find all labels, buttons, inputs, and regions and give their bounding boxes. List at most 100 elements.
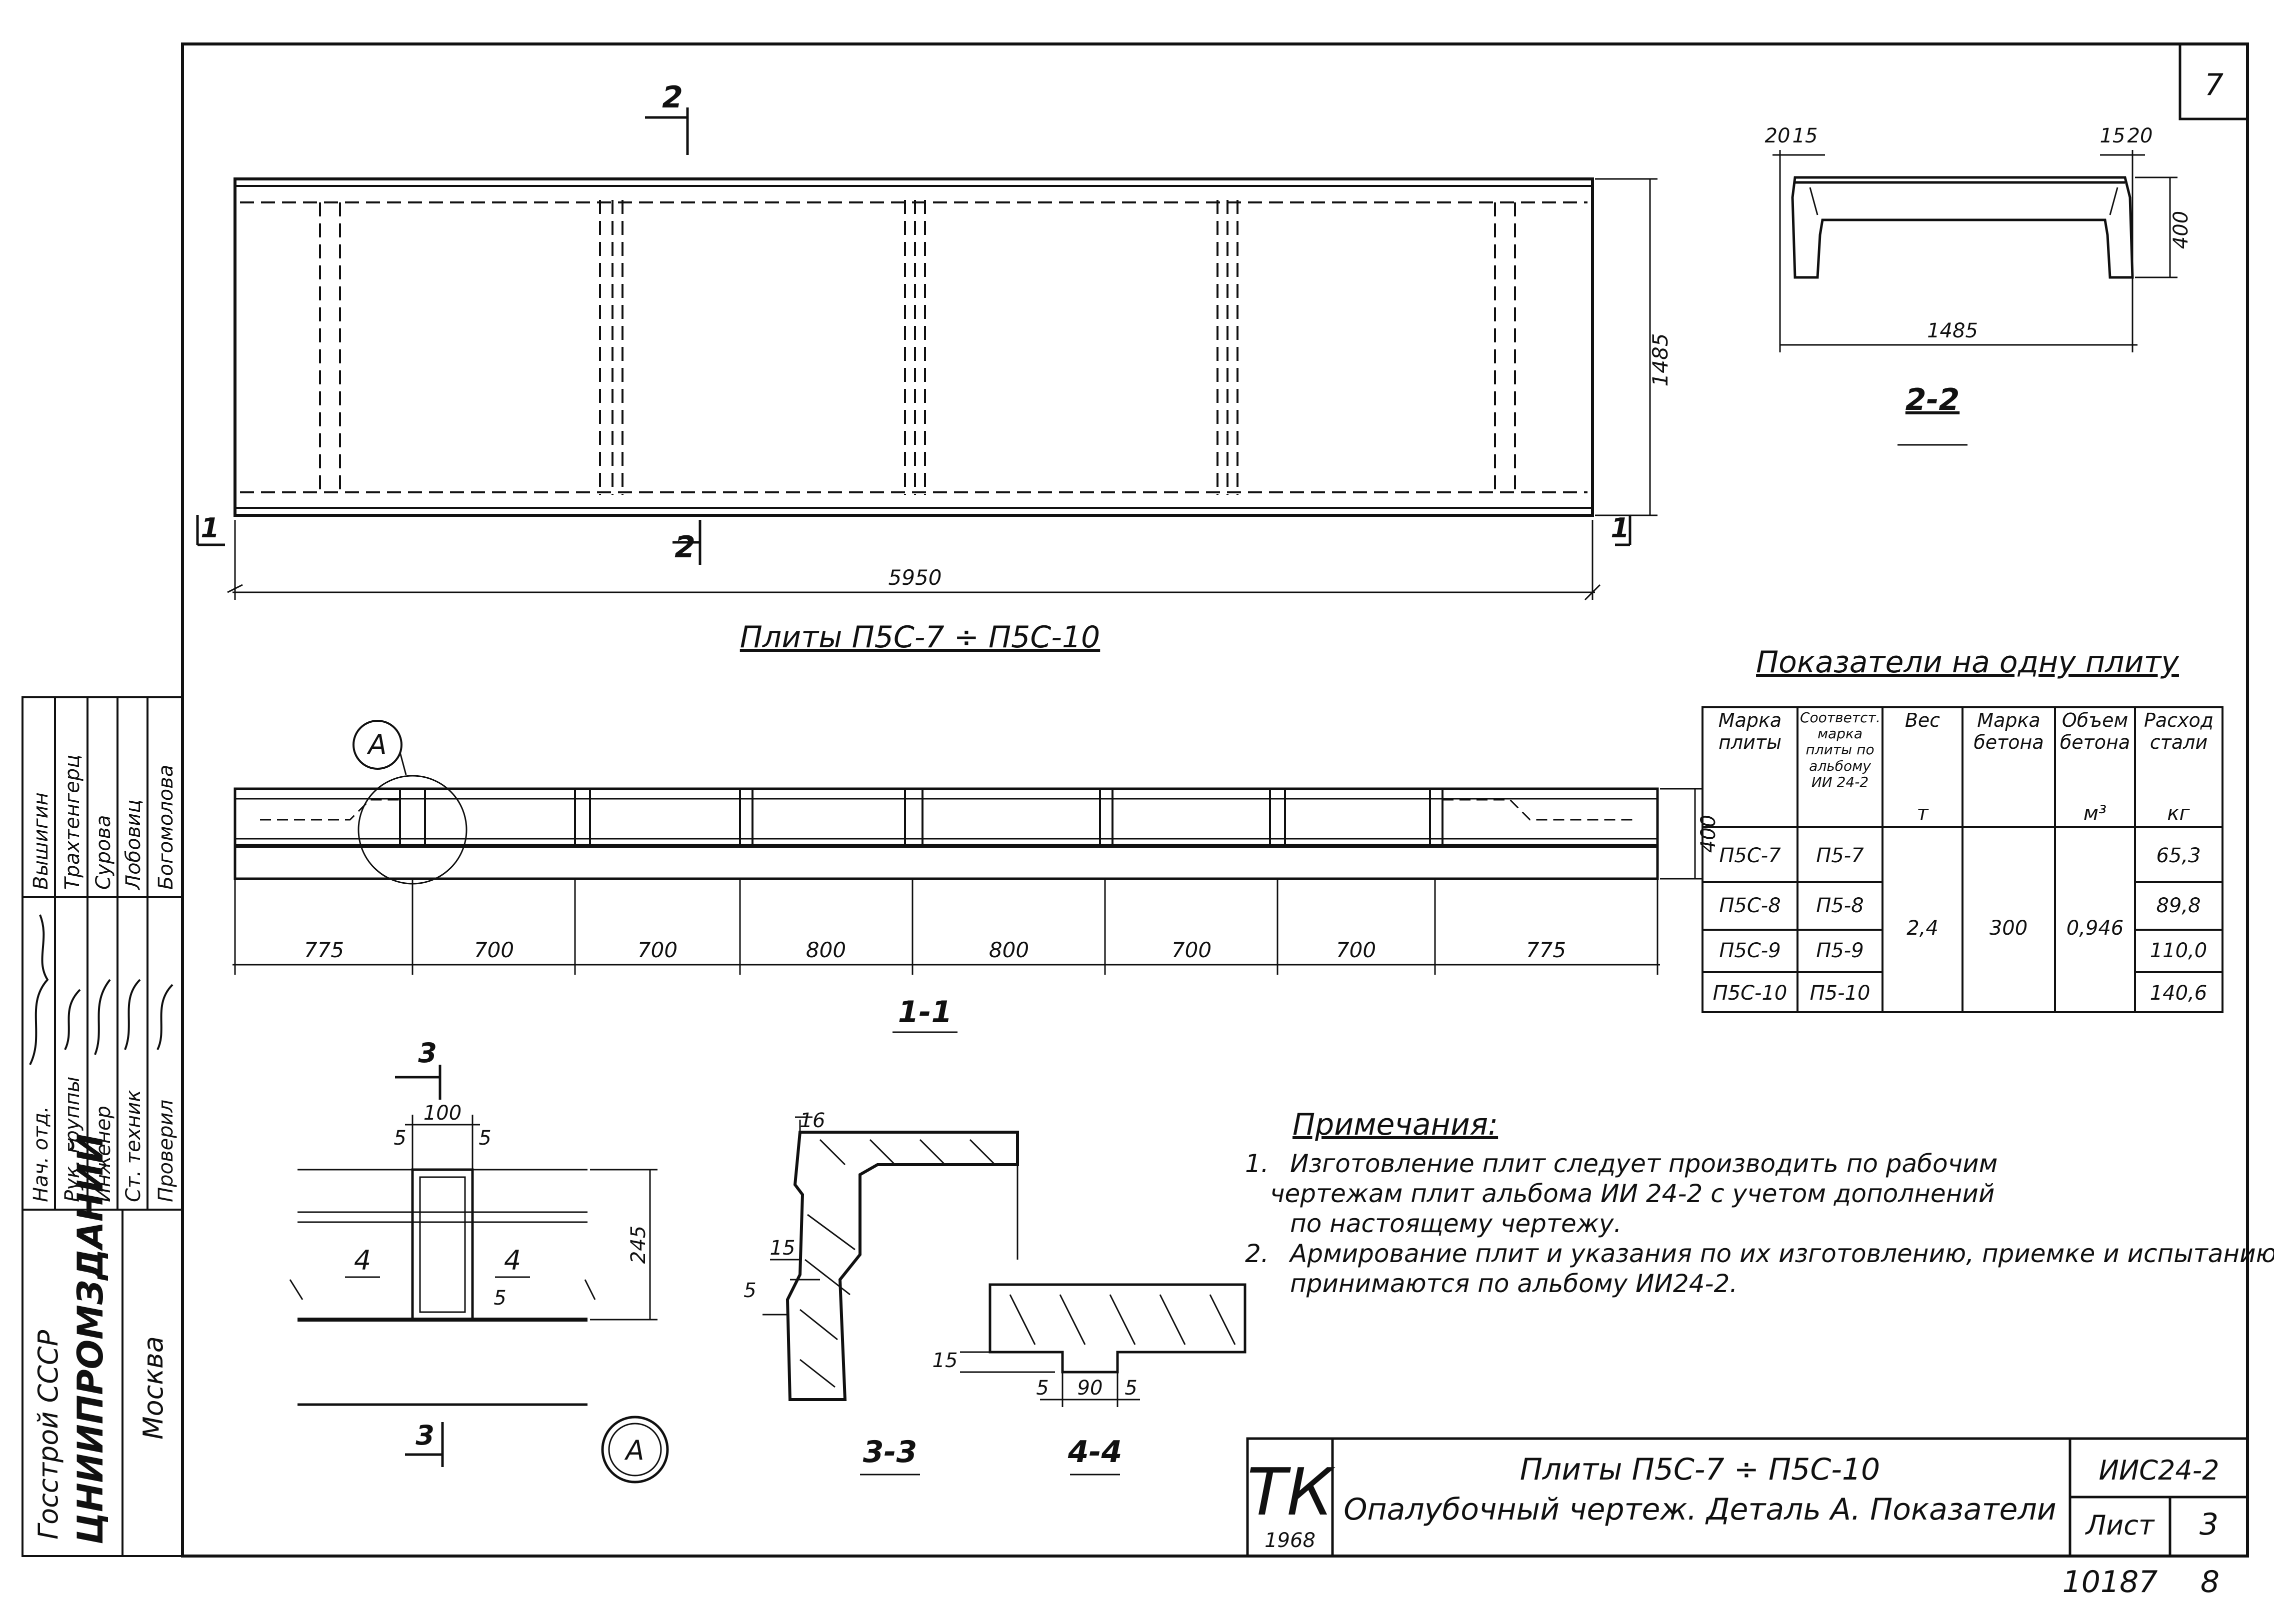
stamp-name: Трахтенгерц [61, 755, 84, 890]
detail-a-dim-top: 100 [424, 1102, 462, 1125]
plan-section-mark-1-left: 1 [200, 512, 220, 544]
stamp-role: Нач. отд. [30, 1106, 52, 1202]
notes-list: 1. Изготовление плит следует производить… [1245, 1149, 2274, 1298]
indicators-title: Показатели на одну плиту [1756, 645, 2180, 680]
row-album: П5-7 [1816, 844, 1864, 867]
left-stamp-text: Нач. отд. Рук. группы Инженер Ст. техник… [29, 755, 178, 1545]
span-dim: 775 [304, 938, 344, 962]
note-line: Армирование плит и указания по их изгото… [1288, 1239, 2274, 1268]
shared-volume: 0,946 [2066, 917, 2124, 940]
stamp-role: Проверил [154, 1100, 178, 1202]
indicators-table-grid [1702, 706, 2224, 1013]
plan-section-mark-2-bottom: 2 [674, 530, 696, 565]
row-album: П5-9 [1816, 939, 1864, 962]
section-3-3-dim-low: 5 [744, 1279, 756, 1302]
section-2-2-dim-width: 1485 [1927, 319, 1978, 342]
section-2-2-dim-height: 400 [2170, 211, 2192, 249]
stamp-org1: Госстрой СССР [32, 1330, 64, 1540]
detail-a-dim-side: 5 [494, 1287, 506, 1310]
plan-dim-length: 5950 [888, 565, 942, 590]
section-4-4-dim-side: 15 [932, 1349, 958, 1372]
stamp-city: Москва [138, 1336, 169, 1440]
note-line: чертежам плит альбома ИИ 24-2 с учетом д… [1270, 1179, 1994, 1208]
section-4-4-caption: 4-4 [1068, 1435, 1122, 1470]
stamp-org2: ЦНИИПРОМЗДАНИЙ [70, 1134, 111, 1545]
header-cell: Марка бетона [1974, 710, 2044, 753]
detail-a-label-right: 4 [504, 1245, 521, 1276]
header-cell: Расход стали [2144, 710, 2214, 753]
header-unit: кг [2167, 802, 2190, 825]
notes-title: Примечания: [1292, 1107, 1498, 1142]
header-cell: Соответст. марка плиты по альбому ИИ 24-… [1800, 710, 1880, 790]
plan-section-mark-1-right: 1 [1610, 512, 1630, 544]
row-album: П5-8 [1816, 894, 1864, 917]
detail-a-label-left: 4 [354, 1245, 371, 1276]
span-dim: 800 [806, 938, 846, 962]
span-dim: 700 [638, 938, 678, 962]
signatures [29, 914, 174, 1065]
note-line: Изготовление плит следует производить по… [1290, 1149, 1998, 1178]
section-2-2-caption: 2-2 [1906, 382, 1960, 417]
row-mark: П5С-9 [1719, 939, 1780, 962]
section-1-1-dim-height: 400 [1697, 815, 1720, 853]
section-2-2-dim-15-right: 15 [2100, 124, 2126, 147]
title-block-line2: Опалубочный чертеж. Деталь А. Показатели [1344, 1492, 2056, 1527]
header-unit: м³ [2084, 802, 2106, 825]
section-2-2 [1772, 150, 2178, 446]
plan-section-mark-2-top: 2 [662, 80, 683, 115]
stamp-role: Рук. группы [61, 1077, 84, 1202]
header-cell: Марка плиты [1718, 710, 1782, 753]
header-cell: Объем бетона [2060, 710, 2130, 753]
title-block-year: 1968 [1264, 1529, 1316, 1552]
detail-a-dim-left: 5 [394, 1127, 406, 1150]
header-unit: т [1916, 802, 1929, 825]
span-dim: 800 [989, 938, 1029, 962]
span-dim: 700 [1172, 938, 1212, 962]
span-dim: 775 [1526, 938, 1566, 962]
stamp-name: Вышигин [30, 792, 52, 890]
row-mark: П5С-8 [1719, 894, 1780, 917]
left-stamp-grid [22, 696, 184, 1557]
section-4-4-dim-bottom-right: 5 [1124, 1377, 1137, 1400]
section-4-4 [960, 1283, 1246, 1476]
stamp-role: Инженер [92, 1106, 115, 1202]
indicators-header: Марка плиты Соответст. марка плиты по ал… [1718, 710, 2214, 825]
stamp-name: Богомолова [154, 765, 178, 890]
row-mark: П5С-10 [1713, 982, 1788, 1005]
bottom-page: 8 [2200, 1565, 2220, 1600]
section-2-2-dim-20-right: 20 [2128, 124, 2153, 147]
note-line: по настоящему чертежу. [1290, 1209, 1622, 1238]
title-block-logo: ТК [1247, 1454, 1336, 1530]
title-block-album: ИИС24-2 [2098, 1455, 2219, 1486]
stamp-role: Ст. техник [122, 1090, 145, 1202]
corner-number: 7 [2204, 67, 2224, 102]
detail-a-callout: А [624, 1435, 644, 1466]
indicators-rows: П5С-7 П5-7 65,3 П5С-8 П5-8 89,8 П5С-9 П5… [1713, 844, 2208, 1005]
section-3-3-dim-top: 16 [800, 1109, 826, 1132]
stamp-name: Сурова [92, 815, 115, 890]
title-block-sheet-label: Лист [2085, 1510, 2155, 1541]
note-line: принимаются по альбому ИИ24-2. [1290, 1269, 1738, 1298]
section-3-3-dim-mid: 15 [770, 1237, 796, 1260]
span-dim: 700 [1336, 938, 1376, 962]
detail-a-dim-height: 245 [627, 1226, 650, 1264]
title-block-line1: Плиты П5С-7 ÷ П5С-10 [1520, 1452, 1880, 1487]
section-1-1-caption: 1-1 [898, 995, 952, 1030]
section-2-2-dim-15-left: 15 [1792, 124, 1818, 147]
section-4-4-dim-bottom-mid: 90 [1078, 1377, 1103, 1400]
detail-a-section-mark-bottom: 3 [416, 1420, 434, 1451]
section-3-3-caption: 3-3 [863, 1435, 917, 1470]
section-1-1-spans: 775 700 700 800 800 700 700 775 [304, 938, 1566, 962]
title-block-sheet-number: 3 [2200, 1507, 2218, 1542]
shared-concrete: 300 [1990, 917, 2028, 940]
plan-view [196, 107, 1658, 601]
row-album: П5-10 [1810, 982, 1870, 1005]
span-dim: 700 [474, 938, 514, 962]
plan-dim-width: 1485 [1648, 333, 1672, 387]
header-cell: Вес [1904, 710, 1940, 731]
detail-a-dim-right: 5 [478, 1127, 491, 1150]
section-1-1-callout: А [367, 729, 387, 760]
row-steel: 110,0 [2150, 939, 2208, 962]
row-steel: 65,3 [2156, 844, 2200, 867]
note-number: 2. [1245, 1239, 1269, 1268]
